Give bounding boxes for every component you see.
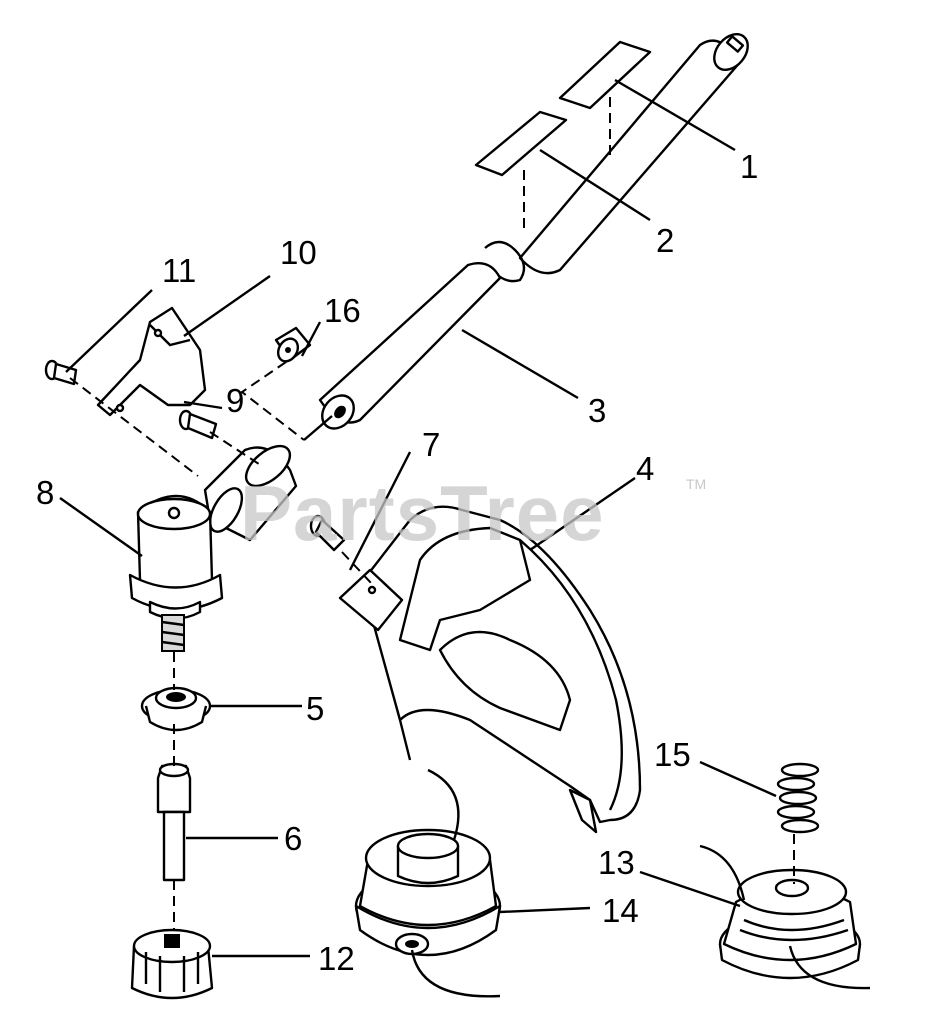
callout-16: 16 — [324, 292, 361, 329]
callout-6: 6 — [284, 820, 303, 857]
gearbox-head — [128, 444, 298, 652]
screw-7 — [309, 514, 346, 552]
label-decals — [474, 40, 652, 232]
leader-lines — [59, 78, 777, 958]
callout-14: 14 — [602, 892, 639, 929]
clamp-bracket — [96, 306, 207, 417]
watermark-trademark: TM — [686, 476, 707, 492]
spacer-16 — [274, 326, 312, 363]
callout-1: 1 — [740, 148, 759, 185]
bump-knob — [130, 928, 214, 1000]
adapter-nut — [140, 686, 212, 732]
callout-10: 10 — [280, 234, 317, 271]
callout-3: 3 — [588, 392, 607, 429]
callout-5: 5 — [306, 690, 325, 727]
spring — [776, 762, 820, 834]
callout-13: 13 — [598, 844, 635, 881]
trimmer-head — [354, 768, 502, 998]
callout-8: 8 — [36, 474, 55, 511]
callout-15: 15 — [654, 736, 691, 773]
callout-12: 12 — [318, 940, 355, 977]
callout-9: 9 — [226, 382, 245, 419]
callout-11: 11 — [162, 252, 197, 289]
debris-shield — [338, 505, 642, 834]
spool — [699, 844, 871, 990]
screw-9 — [178, 409, 218, 440]
callout-4: 4 — [636, 450, 655, 487]
lower-shaft-tube — [303, 261, 502, 441]
screw-11 — [44, 359, 78, 386]
upper-shaft-tube — [484, 33, 749, 283]
callout-2: 2 — [656, 222, 675, 259]
spacer-bolt — [156, 762, 192, 882]
watermark: PartsTree — [240, 469, 605, 557]
callout-7: 7 — [422, 426, 441, 463]
assembly-lines — [69, 361, 795, 930]
